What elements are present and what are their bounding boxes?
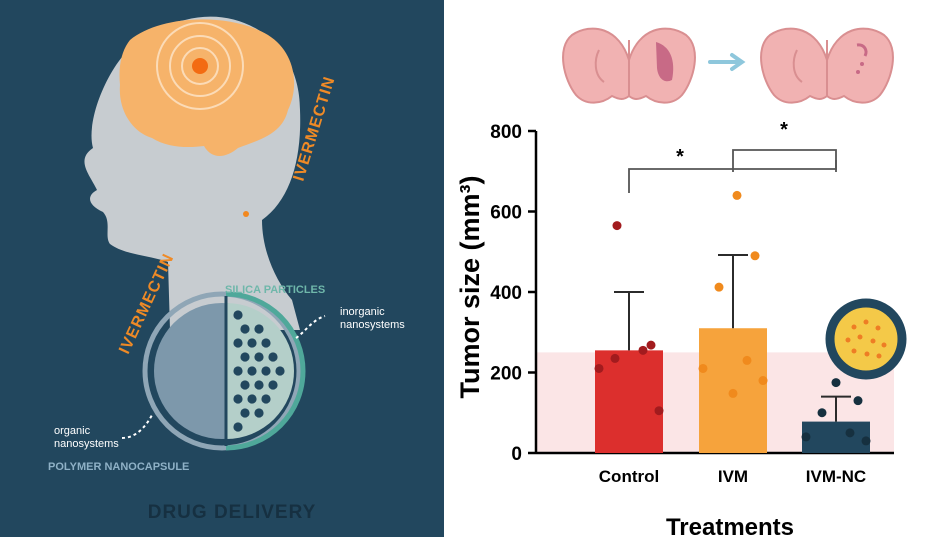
brain-signal-rings: [156, 22, 244, 110]
organic-label-line2: nanosystems: [54, 438, 119, 450]
data-point-control: [654, 406, 664, 416]
x-tick-labels: Control IVM IVM-NC: [599, 467, 866, 486]
data-point-ivm-nc: [861, 436, 871, 446]
silica-pore: [268, 352, 278, 362]
bar-ivm-nc: [802, 421, 870, 453]
silica-pore: [254, 352, 264, 362]
y-ticks: 0 200 400 600 800: [490, 122, 536, 465]
silica-particles-label: SILICA PARTICLES: [225, 284, 325, 296]
data-point-control: [594, 363, 604, 373]
silica-pore: [247, 338, 257, 348]
organic-leader-line: [121, 414, 153, 439]
nanocapsule-mini-icon: [825, 298, 907, 380]
capsule-outer-ring: [142, 291, 302, 451]
silica-pore: [275, 366, 285, 376]
x-axis-label: Treatments: [666, 514, 794, 537]
data-point-ivm: [732, 190, 742, 200]
data-point-ivm: [698, 363, 708, 373]
organic-label-line1: organic: [54, 425, 91, 437]
silica-pore: [233, 422, 243, 432]
silica-pore: [261, 394, 271, 404]
y-tick-label: 800: [490, 122, 522, 143]
silica-pore: [247, 394, 257, 404]
silica-pore: [240, 408, 250, 418]
significance-brackets: **: [628, 119, 837, 193]
drug-delivery-title: DRUG DELIVERY: [148, 502, 317, 523]
data-point-ivm: [714, 282, 724, 292]
silica-pore: [261, 366, 271, 376]
inorganic-label-line1: inorganic: [340, 306, 385, 318]
infographic-svg: IVERMECTIN IVERMECTIN SILICA PARTICLES i…: [48, 16, 405, 523]
silica-pore: [233, 310, 243, 320]
silica-pore: [240, 380, 250, 390]
y-tick-label: 0: [511, 444, 522, 465]
data-point-control: [612, 221, 622, 231]
data-points: [594, 190, 871, 446]
silica-pore: [240, 352, 250, 362]
x-tick-label: Control: [599, 467, 659, 486]
data-point-ivm-nc: [817, 408, 827, 418]
data-point-control: [638, 345, 648, 355]
silica-particle-half: [226, 303, 294, 439]
y-axis-label: Tumor size (mm³): [455, 175, 485, 398]
silica-pore: [268, 380, 278, 390]
data-point-ivm: [742, 355, 752, 365]
brain-section-after-icon: [760, 27, 894, 104]
data-point-ivm: [728, 388, 738, 398]
silica-pore: [254, 324, 264, 334]
y-tick-label: 600: [490, 203, 522, 224]
data-point-control: [646, 340, 656, 350]
y-tick-label: 200: [490, 364, 522, 385]
silica-pore: [240, 324, 250, 334]
significance-star: *: [676, 146, 684, 168]
data-point-ivm: [750, 251, 760, 261]
inorganic-label-line2: nanosystems: [340, 319, 405, 331]
bracket-ivm-vs-ivm-nc: [732, 149, 837, 172]
silica-pore: [233, 338, 243, 348]
silica-pore-pattern: [233, 310, 285, 432]
polymer-nanocapsule-label: POLYMER NANOCAPSULE: [48, 461, 189, 473]
brain-shape: [119, 19, 295, 156]
brain-target-dot: [192, 58, 208, 74]
silica-pore: [233, 394, 243, 404]
data-point-ivm-nc: [845, 428, 855, 438]
data-point-ivm-nc: [853, 396, 863, 406]
silica-pore: [247, 366, 257, 376]
y-tick-label: 400: [490, 283, 522, 304]
brain-section-before-icon: [562, 27, 696, 104]
significance-star: *: [780, 119, 788, 141]
error-bars: [614, 253, 851, 422]
silica-pore: [254, 380, 264, 390]
bar-control: [595, 350, 663, 453]
drug-particle-dot: [243, 211, 249, 217]
x-tick-label: IVM: [718, 467, 748, 486]
x-tick-label: IVM-NC: [806, 467, 866, 486]
data-point-ivm-nc: [801, 432, 811, 442]
data-point-ivm-nc: [831, 378, 841, 388]
data-point-ivm: [758, 376, 768, 386]
silica-pore: [261, 338, 271, 348]
data-point-control: [610, 353, 620, 363]
inorganic-leader-line: [295, 315, 326, 339]
drug-delivery-infographic: IVERMECTIN IVERMECTIN SILICA PARTICLES i…: [0, 0, 444, 537]
silica-pore: [254, 408, 264, 418]
silica-outer-arc: [225, 291, 306, 451]
progression-arrow: [708, 53, 746, 71]
silica-pore: [233, 366, 243, 376]
